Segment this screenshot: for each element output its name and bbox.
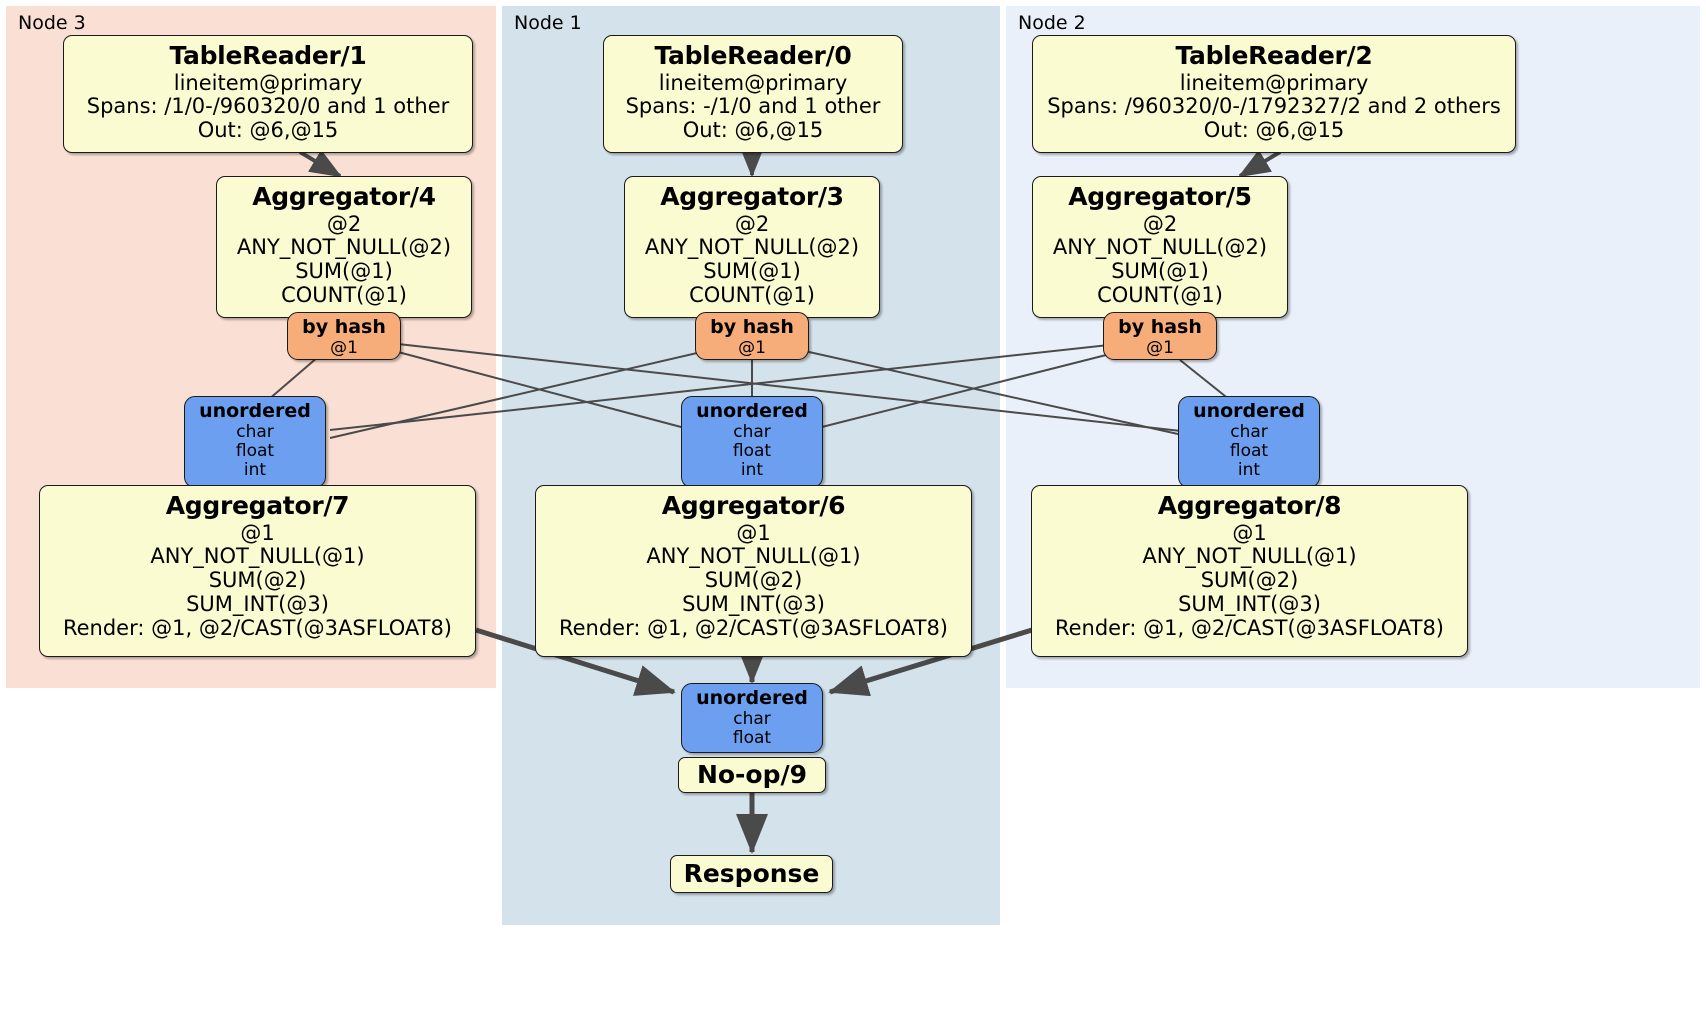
processor-line: ANY_NOT_NULL(@2) — [644, 235, 860, 260]
router-line: float — [732, 728, 772, 749]
router-title: unordered — [199, 400, 311, 422]
processor-line: SUM(@1) — [703, 259, 801, 284]
router-title: by hash — [302, 316, 386, 338]
processor-table-reader-0[interactable]: TableReader/0 lineitem@primary Spans: -/… — [603, 35, 903, 153]
node-panel-label-node3: Node 3 — [18, 12, 86, 34]
processor-title: Aggregator/3 — [660, 182, 844, 211]
processor-table-reader-2[interactable]: TableReader/2 lineitem@primary Spans: /9… — [1032, 35, 1516, 153]
processor-line: ANY_NOT_NULL(@1) — [1142, 544, 1357, 569]
router-title: unordered — [696, 687, 808, 709]
processor-line: SUM(@2) — [208, 568, 307, 593]
processor-aggregator-8[interactable]: Aggregator/8 @1 ANY_NOT_NULL(@1) SUM(@2)… — [1031, 485, 1468, 657]
router-by-hash-mid[interactable]: by hash @1 — [695, 312, 809, 360]
processor-line: SUM(@2) — [1200, 568, 1299, 593]
processor-line: COUNT(@1) — [281, 283, 407, 308]
processor-line: ANY_NOT_NULL(@2) — [236, 235, 452, 260]
router-line: char — [236, 421, 274, 442]
node-panel-label-node1: Node 1 — [514, 12, 582, 34]
processor-title: TableReader/1 — [169, 41, 367, 70]
node-panel-label-node2: Node 2 — [1018, 12, 1086, 34]
processor-line: @2 — [326, 211, 362, 236]
router-unordered-right[interactable]: unordered char float int — [1178, 396, 1320, 488]
router-title: by hash — [1118, 316, 1202, 338]
processor-line: @2 — [734, 211, 770, 236]
processor-line: Spans: /1/0-/960320/0 and 1 other — [86, 94, 450, 119]
processor-table-reader-1[interactable]: TableReader/1 lineitem@primary Spans: /1… — [63, 35, 473, 153]
processor-line: lineitem@primary — [658, 70, 848, 95]
processor-line: Out: @6,@15 — [197, 118, 339, 143]
processor-aggregator-6[interactable]: Aggregator/6 @1 ANY_NOT_NULL(@1) SUM(@2)… — [535, 485, 972, 657]
router-line: int — [1237, 460, 1261, 481]
router-line: @1 — [1146, 337, 1174, 358]
processor-line: Out: @6,@15 — [1203, 118, 1345, 143]
router-line: float — [235, 441, 275, 462]
processor-line: @1 — [1232, 520, 1267, 545]
processor-response[interactable]: Response — [670, 855, 833, 893]
processor-line: @1 — [736, 520, 771, 545]
processor-line: SUM(@2) — [704, 568, 803, 593]
router-line: char — [733, 421, 771, 442]
processor-line: Render: @1, @2/CAST(@3ASFLOAT8) — [558, 616, 949, 641]
processor-title: Aggregator/7 — [165, 491, 350, 520]
processor-title: Aggregator/5 — [1068, 182, 1252, 211]
router-line: float — [732, 441, 772, 462]
router-line: @1 — [330, 337, 358, 358]
router-line: float — [1229, 441, 1269, 462]
processor-line: COUNT(@1) — [1097, 283, 1223, 308]
processor-title: Aggregator/8 — [1157, 491, 1342, 520]
processor-aggregator-3[interactable]: Aggregator/3 @2 ANY_NOT_NULL(@2) SUM(@1)… — [624, 176, 880, 318]
processor-line: lineitem@primary — [1179, 70, 1369, 95]
processor-line: SUM(@1) — [295, 259, 393, 284]
processor-title: Aggregator/4 — [252, 182, 436, 211]
router-title: unordered — [1193, 400, 1305, 422]
processor-title: No-op/9 — [696, 759, 808, 789]
router-line: int — [243, 460, 267, 481]
router-title: unordered — [696, 400, 808, 422]
processor-line: COUNT(@1) — [689, 283, 815, 308]
processor-title: TableReader/2 — [1175, 41, 1373, 70]
processor-line: ANY_NOT_NULL(@1) — [150, 544, 365, 569]
processor-line: @1 — [240, 520, 275, 545]
processor-line: SUM_INT(@3) — [682, 592, 825, 617]
processor-noop-9[interactable]: No-op/9 — [678, 757, 826, 793]
processor-line: @2 — [1142, 211, 1178, 236]
processor-aggregator-7[interactable]: Aggregator/7 @1 ANY_NOT_NULL(@1) SUM(@2)… — [39, 485, 476, 657]
processor-line: Spans: -/1/0 and 1 other — [625, 94, 881, 119]
processor-line: SUM_INT(@3) — [186, 592, 329, 617]
processor-line: ANY_NOT_NULL(@2) — [1052, 235, 1268, 260]
router-line: @1 — [738, 337, 766, 358]
router-line: char — [733, 708, 771, 729]
processor-line: SUM_INT(@3) — [1178, 592, 1321, 617]
processor-aggregator-4[interactable]: Aggregator/4 @2 ANY_NOT_NULL(@2) SUM(@1)… — [216, 176, 472, 318]
processor-line: Render: @1, @2/CAST(@3ASFLOAT8) — [62, 616, 453, 641]
processor-title: Aggregator/6 — [661, 491, 846, 520]
router-unordered-left[interactable]: unordered char float int — [184, 396, 326, 488]
processor-aggregator-5[interactable]: Aggregator/5 @2 ANY_NOT_NULL(@2) SUM(@1)… — [1032, 176, 1288, 318]
router-by-hash-right[interactable]: by hash @1 — [1103, 312, 1217, 360]
processor-line: Spans: /960320/0-/1792327/2 and 2 others — [1047, 94, 1501, 119]
router-title: by hash — [710, 316, 794, 338]
processor-line: Out: @6,@15 — [682, 118, 824, 143]
processor-line: lineitem@primary — [173, 70, 363, 95]
processor-title: Response — [683, 858, 820, 888]
processor-line: SUM(@1) — [1111, 259, 1209, 284]
router-line: int — [740, 460, 764, 481]
processor-title: TableReader/0 — [654, 41, 852, 70]
processor-line: Render: @1, @2/CAST(@3ASFLOAT8) — [1054, 616, 1445, 641]
router-line: char — [1230, 421, 1268, 442]
processor-line: ANY_NOT_NULL(@1) — [646, 544, 861, 569]
router-unordered-mid[interactable]: unordered char float int — [681, 396, 823, 488]
router-unordered-final[interactable]: unordered char float — [681, 683, 823, 753]
router-by-hash-left[interactable]: by hash @1 — [287, 312, 401, 360]
